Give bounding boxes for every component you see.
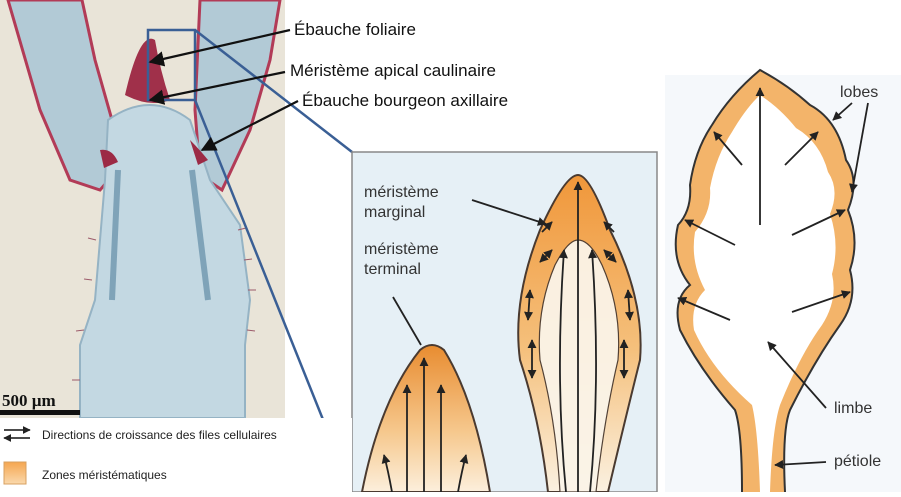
stem-tissue (79, 104, 252, 419)
label-marginal-meristem-line1: méristème (364, 184, 439, 201)
label-terminal-meristem-line1: méristème (364, 241, 439, 258)
micrograph (0, 0, 285, 419)
label-terminal-meristem-line2: terminal (364, 261, 421, 278)
mature-leaf-arrows (677, 87, 851, 321)
epidermal-hairs (72, 227, 256, 381)
young-leaf-arrows (381, 357, 469, 493)
limb-pointer (767, 341, 827, 409)
legend-meristematic-zones-label: Zones méristématiques (42, 468, 167, 482)
label-marginal-meristem: méristème marginal (364, 183, 439, 223)
young-leaf-shape (360, 344, 492, 493)
scale-bar-label: 500 µm (2, 391, 56, 410)
petiole-pointer (774, 460, 827, 470)
legend (0, 418, 352, 492)
arrow-apical-meristem (148, 70, 286, 105)
marginal-meristem-pointer (471, 199, 547, 226)
label-limb: limbe (834, 400, 873, 417)
terminal-meristem-pointer (392, 296, 422, 346)
vascular-strand-left (109, 169, 121, 301)
label-axillary-bud-primordium: Ébauche bourgeon axillaire (302, 91, 509, 110)
legend-growth-directions-label: Directions de croissance des files cellu… (42, 428, 277, 442)
label-marginal-meristem-line2: marginal (364, 204, 426, 221)
label-leaf-primordium: Ébauche foliaire (294, 20, 416, 39)
scale-bar (0, 410, 80, 415)
lobes-pointer-2 (849, 102, 869, 193)
axillary-bud-stain-left (100, 149, 118, 168)
lobes-pointer-1 (832, 102, 853, 121)
arrow-leaf-primordium (148, 28, 291, 67)
label-lobes: lobes (840, 84, 879, 101)
label-terminal-meristem: méristème terminal (364, 240, 439, 280)
mature-leaf-inner (693, 95, 836, 492)
vascular-strand-right (189, 169, 211, 301)
zoom-connector-top (194, 29, 353, 153)
inset-panel (351, 151, 658, 493)
arrow-axillary-bud (200, 100, 299, 151)
label-petiole: pétiole (834, 453, 882, 470)
elongated-leaf-arrows (524, 181, 634, 493)
axillary-bud-stain-right (190, 140, 208, 165)
legend-meristem-swatch (3, 461, 27, 485)
zoom-box (146, 28, 197, 102)
mature-leaf-panel (665, 68, 901, 493)
label-shoot-apical-meristem: Méristème apical caulinaire (290, 61, 496, 80)
